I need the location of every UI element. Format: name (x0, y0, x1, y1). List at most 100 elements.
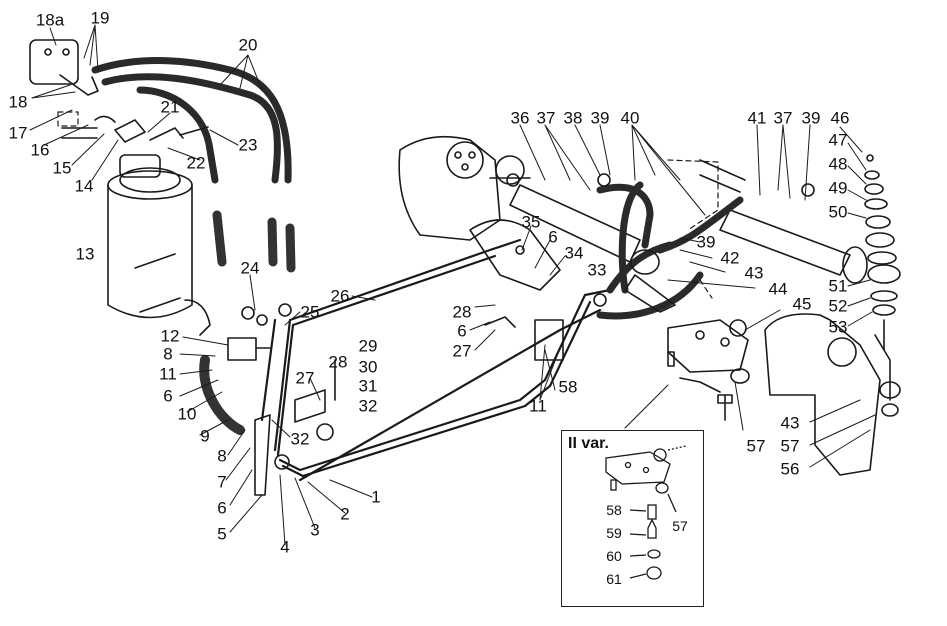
callout-4: 4 (280, 537, 290, 557)
callout-56: 56 (780, 459, 800, 479)
return-hose (199, 355, 245, 435)
callout-43a: 43 (744, 263, 764, 283)
mount-plate (667, 319, 749, 393)
callout-58: 58 (558, 377, 578, 397)
pump-unit (29, 39, 116, 139)
callout-21: 21 (160, 97, 180, 117)
inset-callout-60: 60 (606, 548, 622, 564)
callout-2: 2 (340, 504, 350, 524)
callout-15: 15 (52, 158, 72, 178)
oil-tank (107, 154, 211, 336)
callout-6d: 6 (548, 227, 558, 247)
variant-inset: II var. (561, 430, 704, 607)
callout-41: 41 (747, 108, 767, 128)
callout-32a: 32 (290, 429, 310, 449)
callout-45: 45 (792, 294, 812, 314)
inset-callout-58: 58 (606, 502, 622, 518)
callout-16: 16 (30, 140, 50, 160)
callout-26: 26 (330, 286, 350, 306)
callout-39b: 39 (801, 108, 821, 128)
pipe-clamp-right (484, 316, 564, 361)
inset-title: II var. (568, 435, 609, 452)
callout-17: 17 (8, 123, 28, 143)
callout-5: 5 (217, 524, 227, 544)
callout-53: 53 (828, 317, 848, 337)
callout-25: 25 (300, 302, 320, 322)
callout-48: 48 (828, 154, 848, 174)
callout-51: 51 (828, 276, 848, 296)
callout-46: 46 (830, 108, 850, 128)
leader-lines (29, 24, 876, 546)
valve-block (227, 337, 271, 361)
callout-8b: 8 (217, 446, 227, 466)
support-bracket (254, 414, 290, 496)
callout-30: 30 (358, 357, 378, 377)
callout-1: 1 (371, 487, 381, 507)
callout-12: 12 (160, 326, 180, 346)
callout-13: 13 (75, 244, 95, 264)
callout-23: 23 (238, 135, 258, 155)
hose-ends (212, 210, 296, 273)
callout-33: 33 (587, 260, 607, 280)
bolt-nut (717, 368, 750, 421)
inset-parts (605, 445, 687, 580)
inset-callout-57: 57 (672, 518, 688, 534)
callout-14: 14 (74, 176, 94, 196)
callout-11a: 11 (159, 364, 177, 384)
callout-39c: 39 (696, 232, 716, 252)
cylinder-hoses (596, 181, 744, 320)
callout-43b: 43 (780, 413, 800, 433)
dashed-outline (57, 111, 719, 299)
callout-18: 18 (8, 92, 28, 112)
callout-29: 29 (358, 336, 378, 356)
callout-27a: 27 (295, 368, 315, 388)
ball-joint (624, 249, 676, 313)
callout-32b: 32 (358, 396, 378, 416)
callout-47: 47 (828, 130, 848, 150)
callout-3: 3 (310, 520, 320, 540)
callout-10: 10 (177, 404, 197, 424)
callout-37a: 37 (536, 108, 556, 128)
callout-52: 52 (828, 296, 848, 316)
pipe-clamp (294, 359, 336, 441)
callout-28b: 28 (452, 302, 472, 322)
callout-20: 20 (238, 35, 258, 55)
callout-37b: 37 (773, 108, 793, 128)
callout-44: 44 (768, 279, 788, 299)
washer-stack (864, 154, 901, 417)
callout-8a: 8 (163, 344, 173, 364)
callout-31: 31 (358, 376, 378, 396)
callout-57a: 57 (746, 436, 766, 456)
callout-27b: 27 (452, 341, 472, 361)
callout-6c: 6 (457, 321, 467, 341)
callout-18a: 18a (35, 10, 65, 30)
callout-19: 19 (90, 8, 110, 28)
callout-6a: 6 (163, 386, 173, 406)
filter-fittings (114, 119, 209, 143)
inset-callout-61: 61 (606, 571, 622, 587)
inset-callout-59: 59 (606, 525, 622, 541)
callout-9: 9 (200, 426, 210, 446)
callout-42: 42 (720, 248, 740, 268)
steering-gear (398, 135, 561, 291)
callout-7: 7 (217, 472, 227, 492)
callout-6b: 6 (217, 498, 227, 518)
pressure-hoses (91, 57, 292, 184)
callout-28a: 28 (328, 352, 348, 372)
callout-36: 36 (510, 108, 530, 128)
callout-34: 34 (564, 243, 584, 263)
callout-22: 22 (186, 153, 206, 173)
callout-39a: 39 (590, 108, 610, 128)
callout-35: 35 (521, 212, 541, 232)
steering-knuckle (764, 313, 891, 476)
callout-40: 40 (620, 108, 640, 128)
callout-38: 38 (563, 108, 583, 128)
callout-11b: 11 (529, 396, 547, 416)
callout-24: 24 (240, 258, 260, 278)
callout-57b: 57 (780, 436, 800, 456)
power-cylinder-right (699, 159, 868, 284)
fittings-misc (241, 173, 815, 326)
callout-50: 50 (828, 202, 848, 222)
callout-49: 49 (828, 178, 848, 198)
